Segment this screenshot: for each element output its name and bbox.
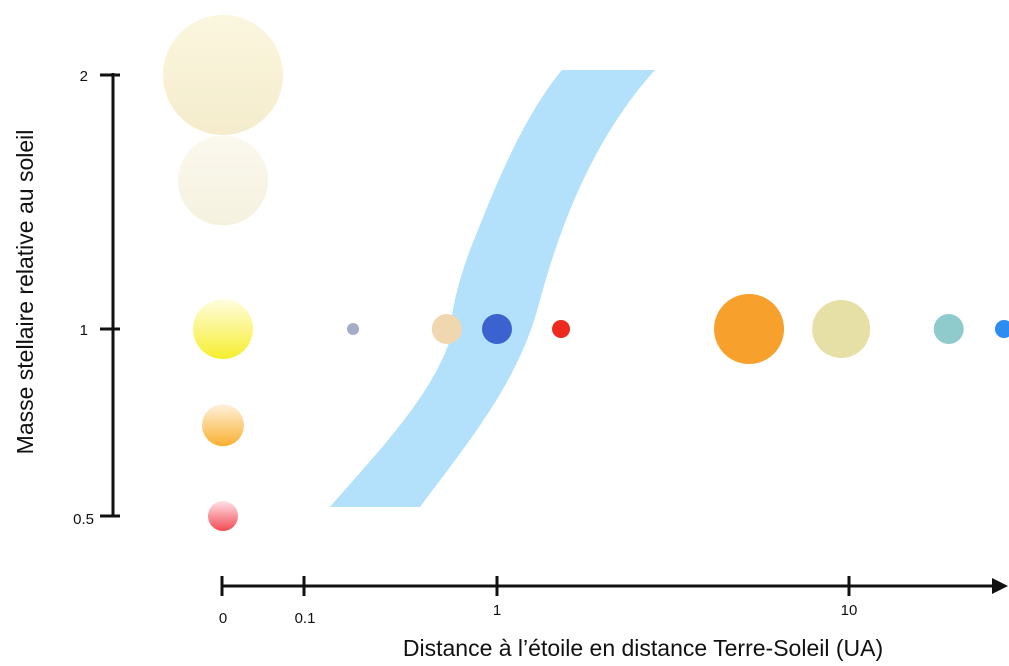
planet-6 <box>812 300 871 358</box>
y-axis-title: Masse stellaire relative au soleil <box>12 130 38 455</box>
x-tick-label-0-1: 0.1 <box>295 610 316 627</box>
planet-7 <box>933 314 964 344</box>
y-axis: 2 1 0.5 Masse stellaire relative au sole… <box>12 68 120 528</box>
star-2 <box>163 15 283 135</box>
y-tick-label-2: 2 <box>80 68 88 85</box>
star-1 <box>193 299 253 359</box>
planets-row <box>347 294 1009 364</box>
planet-3 <box>482 314 512 344</box>
star-0-7 <box>202 404 244 447</box>
x-axis-arrowhead <box>992 578 1008 594</box>
star-1-5 <box>178 135 268 226</box>
star-0-5 <box>208 501 238 531</box>
x-tick-label-0: 0 <box>219 610 227 627</box>
y-tick-label-1: 1 <box>80 322 88 339</box>
planet-8 <box>995 320 1009 338</box>
x-tick-label-1: 1 <box>493 602 501 619</box>
planet-2 <box>431 314 462 344</box>
habitable-zone-band <box>330 70 655 507</box>
planet-5 <box>714 294 785 364</box>
planet-1 <box>347 323 360 335</box>
y-tick-label-0-5: 0.5 <box>73 511 94 528</box>
stars-column <box>163 15 283 531</box>
x-tick-label-10: 10 <box>841 602 858 619</box>
x-axis-title: Distance à l’étoile en distance Terre-So… <box>403 635 883 661</box>
planet-4 <box>552 320 571 338</box>
x-axis: 0 0.1 1 10 Distance à l’étoile en distan… <box>219 576 1008 661</box>
